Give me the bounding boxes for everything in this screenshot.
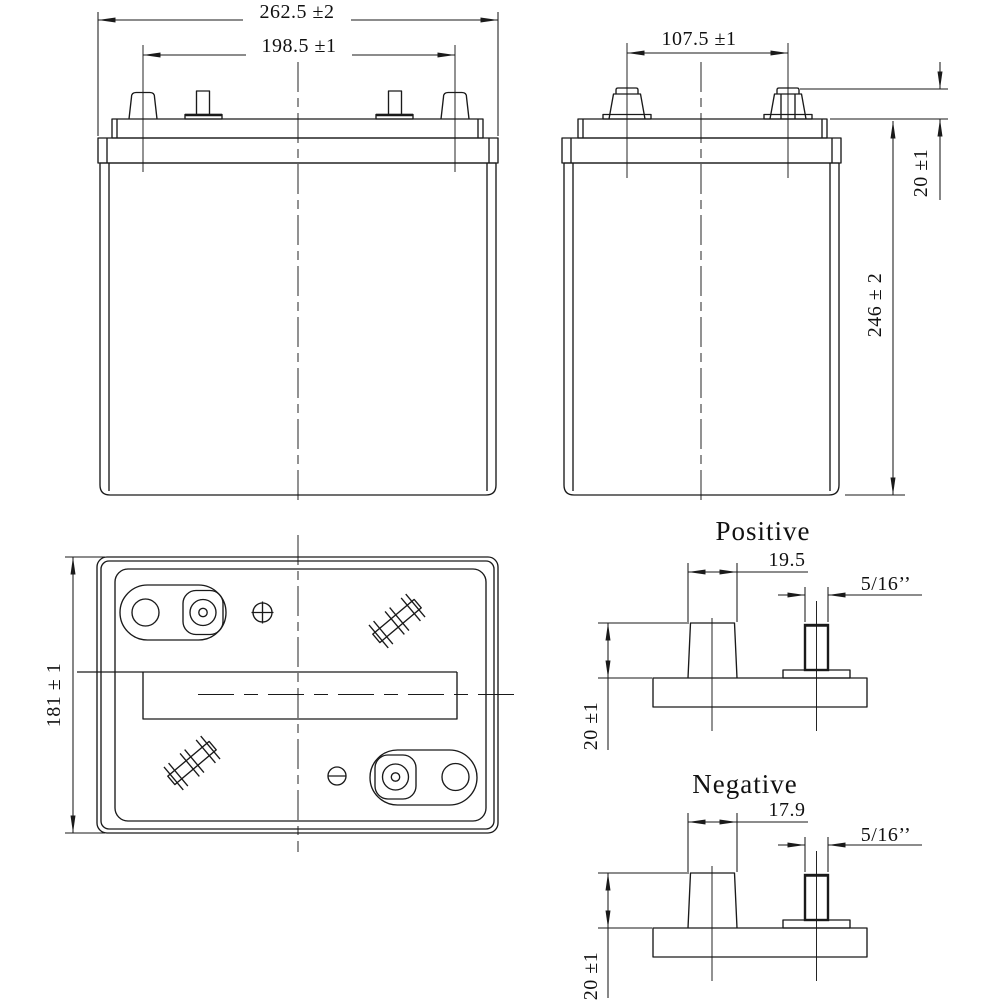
top-negative-terminal-group xyxy=(119,584,227,641)
top-mid-outline xyxy=(100,560,495,830)
positive-post xyxy=(687,622,738,679)
top-left-vent xyxy=(131,598,160,627)
negative-post xyxy=(687,872,738,929)
positive-terminal-detail: Positive 19.5 5/16’’ xyxy=(580,516,922,750)
side-right-post-cap xyxy=(776,87,800,94)
negative-stud-thread-dimension: 5/16’’ xyxy=(778,824,922,872)
side-cover-band xyxy=(577,118,828,139)
front-overall-width-label: 262.5 ±2 xyxy=(260,1,335,23)
side-right-post xyxy=(769,93,807,120)
negative-terminal-drawing xyxy=(652,851,868,981)
side-overall-height-dimension: 246 ± 2 xyxy=(845,121,905,496)
side-left-post-cap xyxy=(615,87,639,94)
negative-detail-title: Negative xyxy=(692,769,797,799)
top-right-pill xyxy=(369,749,478,806)
front-terminal-spacing-dimension: 198.5 ±1 xyxy=(142,35,456,172)
positive-post-width-dimension: 19.5 xyxy=(687,549,808,622)
front-view: 262.5 ±2 198.5 ±1 xyxy=(97,1,499,505)
positive-base xyxy=(652,677,868,708)
front-terminal-spacing-label: 198.5 ±1 xyxy=(262,35,337,57)
positive-post-height-dimension: 20 ±1 xyxy=(580,622,689,750)
front-left-stud xyxy=(195,90,211,116)
front-right-post xyxy=(440,91,470,120)
negative-post-width-label: 17.9 xyxy=(769,799,806,821)
side-view: 107.5 ±1 20 ±1 xyxy=(561,28,948,505)
front-cover-band xyxy=(111,118,484,139)
top-left-terminal xyxy=(182,589,224,636)
positive-post-height-label: 20 ±1 xyxy=(580,702,602,750)
front-right-stud xyxy=(387,90,403,116)
negative-post-width-dimension: 17.9 xyxy=(687,799,808,872)
positive-polarity-icon xyxy=(251,601,274,624)
side-overall-height-label: 246 ± 2 xyxy=(864,273,886,337)
top-left-pill xyxy=(119,584,227,641)
top-handle-lower xyxy=(163,735,221,791)
positive-detail-title: Positive xyxy=(715,516,810,546)
positive-post-width-label: 19.5 xyxy=(769,549,806,571)
negative-base xyxy=(652,927,868,958)
side-terminal-spacing-dimension: 107.5 ±1 xyxy=(626,28,789,178)
top-handle-upper xyxy=(368,593,426,649)
top-label-recess xyxy=(142,672,458,720)
side-left-post xyxy=(608,93,646,120)
negative-stud-thread-label: 5/16’’ xyxy=(861,824,911,846)
top-positive-terminal-group xyxy=(369,749,478,806)
negative-post-height-label: 20 ±1 xyxy=(580,952,602,1000)
negative-polarity-icon xyxy=(327,766,347,786)
front-left-post xyxy=(128,91,158,120)
top-right-vent xyxy=(441,762,470,792)
front-overall-width-dimension: 262.5 ±2 xyxy=(97,1,499,136)
top-depth-dimension: 181 ± 1 xyxy=(43,556,105,834)
negative-terminal-detail: Negative 17.9 5/16’’ xyxy=(580,769,922,1000)
positive-terminal-drawing xyxy=(652,601,868,731)
side-body xyxy=(563,162,840,496)
front-battery-outline xyxy=(97,62,499,505)
top-depth-label: 181 ± 1 xyxy=(43,663,65,727)
positive-stud-thread-dimension: 5/16’’ xyxy=(778,573,922,622)
top-right-terminal xyxy=(374,754,417,800)
side-battery-outline xyxy=(561,62,842,505)
side-terminal-height-label: 20 ±1 xyxy=(910,149,932,197)
side-terminal-height-dimension: 20 ±1 xyxy=(800,62,948,200)
side-terminal-spacing-label: 107.5 ±1 xyxy=(662,28,737,50)
negative-post-height-dimension: 20 ±1 xyxy=(580,872,689,1000)
top-outer-outline xyxy=(96,556,499,834)
front-body xyxy=(99,162,497,496)
top-inner-outline xyxy=(114,568,487,822)
top-view: 181 ± 1 xyxy=(43,535,520,852)
positive-stud-thread-label: 5/16’’ xyxy=(861,573,911,595)
side-lid-band xyxy=(561,137,842,164)
